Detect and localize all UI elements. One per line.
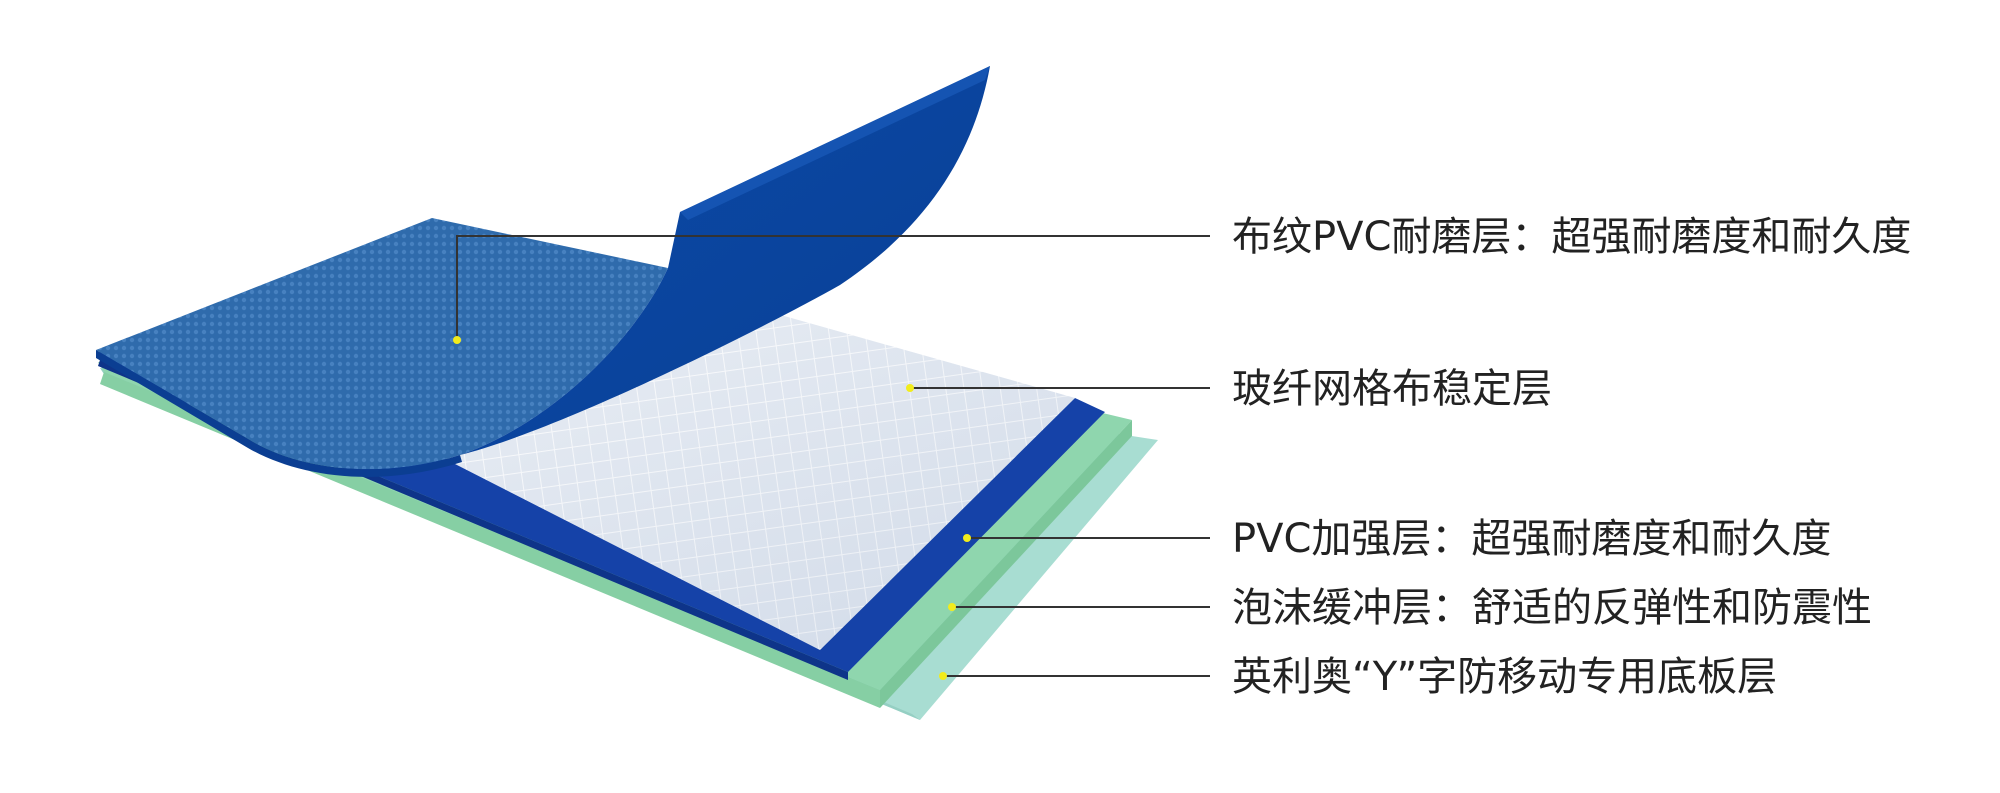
pvc-wear-layer-edge	[96, 350, 462, 477]
label-foam-layer: 泡沫缓冲层：舒适的反弹性和防震性	[1232, 585, 1872, 631]
pvc-wear-layer-flap-highlight	[680, 66, 990, 220]
pvc-wear-layer-flap	[460, 66, 990, 455]
foam-layer-side	[880, 420, 1132, 708]
pointer-dot-base	[939, 672, 947, 680]
leader-line-pvc-wear	[456, 235, 1210, 340]
pointer-dot-pvc-wear	[453, 336, 461, 344]
pointer-dot-foam	[948, 603, 956, 611]
label-base-layer: 英利奥“Y”字防移动专用底板层	[1232, 654, 1777, 700]
label-pvc-wear-layer: 布纹PVC耐磨层：超强耐磨度和耐久度	[1232, 214, 1911, 260]
pointer-dot-pvc-reinforce	[963, 534, 971, 542]
pointer-dot-fiberglass	[906, 384, 914, 392]
label-pvc-reinforce-layer: PVC加强层：超强耐磨度和耐久度	[1232, 516, 1831, 562]
pvc-wear-layer-top	[96, 218, 668, 470]
label-fiberglass-layer: 玻纤网格布稳定层	[1232, 366, 1552, 412]
